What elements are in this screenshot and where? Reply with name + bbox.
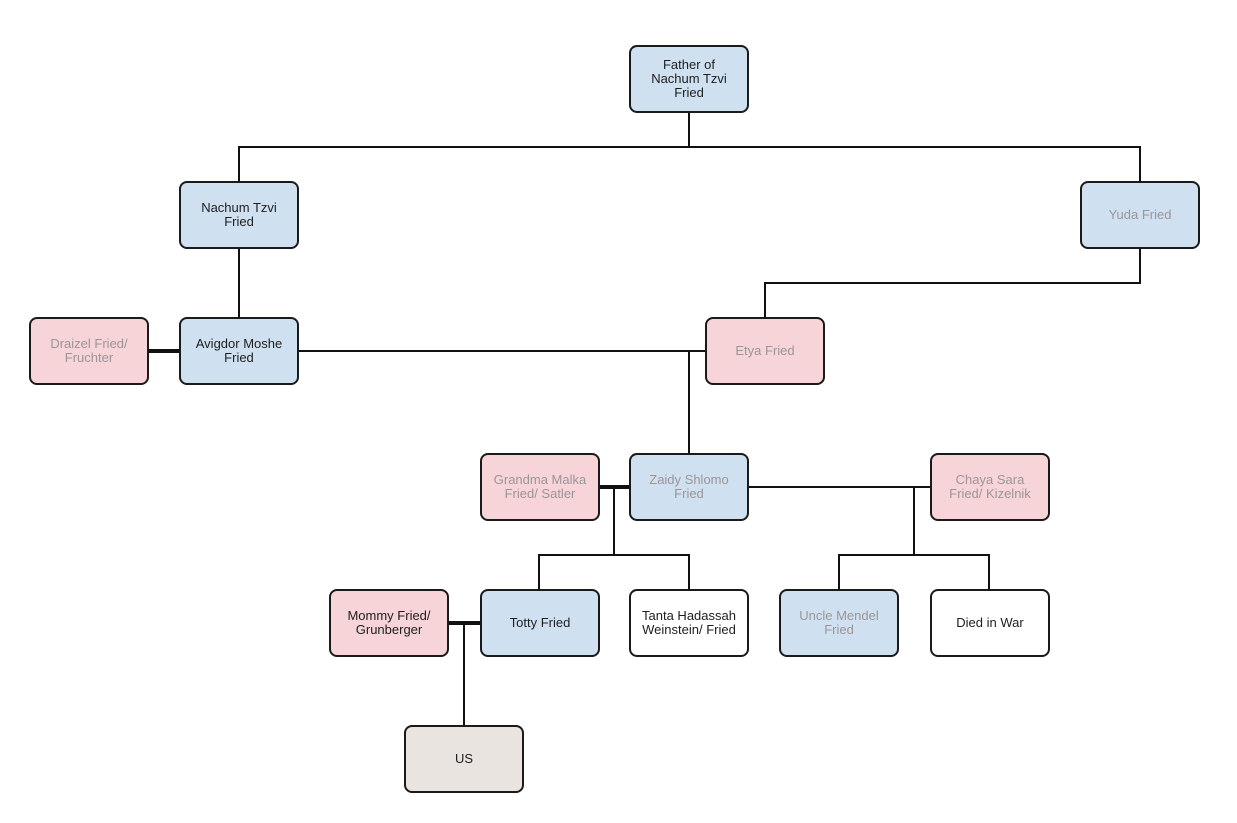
node-chaya-sara: Chaya Sara Fried/ Kizelnik <box>930 453 1050 521</box>
node-label: Nachum Tzvi Fried <box>201 200 277 229</box>
node-draizel-fried: Draizel Fried/ Fruchter <box>29 317 149 385</box>
node-father-of-nachum-tzvi: Father of Nachum Tzvi Fried <box>629 45 749 113</box>
node-label: Mommy Fried/ Grunberger <box>347 608 431 637</box>
node-nachum-tzvi-fried: Nachum Tzvi Fried <box>179 181 299 249</box>
node-label: Father of Nachum Tzvi Fried <box>651 57 727 100</box>
node-grandma-malka: Grandma Malka Fried/ Satler <box>480 453 600 521</box>
node-label: Avigdor Moshe Fried <box>195 336 283 365</box>
node-label: Draizel Fried/ Fruchter <box>50 336 128 365</box>
node-mommy-fried: Mommy Fried/ Grunberger <box>329 589 449 657</box>
node-totty-fried: Totty Fried <box>480 589 600 657</box>
node-yuda-fried: Yuda Fried <box>1080 181 1200 249</box>
node-label: Chaya Sara Fried/ Kizelnik <box>949 472 1031 501</box>
node-label: Grandma Malka Fried/ Satler <box>493 472 587 501</box>
node-label: Yuda Fried <box>1108 207 1172 222</box>
node-label: Totty Fried <box>509 615 571 630</box>
node-uncle-mendel: Uncle Mendel Fried <box>779 589 899 657</box>
node-label: US <box>454 751 474 766</box>
node-zaidy-shlomo: Zaidy Shlomo Fried <box>629 453 749 521</box>
node-tanta-hadassah: Tanta Hadassah Weinstein/ Fried <box>629 589 749 657</box>
node-died-in-war: Died in War <box>930 589 1050 657</box>
node-label: Died in War <box>956 615 1024 630</box>
node-us: US <box>404 725 524 793</box>
node-etya-fried: Etya Fried <box>705 317 825 385</box>
node-label: Uncle Mendel Fried <box>799 608 879 637</box>
node-avigdor-moshe-fried: Avigdor Moshe Fried <box>179 317 299 385</box>
node-label: Tanta Hadassah Weinstein/ Fried <box>642 608 736 637</box>
node-label: Zaidy Shlomo Fried <box>649 472 729 501</box>
node-label: Etya Fried <box>735 343 795 358</box>
